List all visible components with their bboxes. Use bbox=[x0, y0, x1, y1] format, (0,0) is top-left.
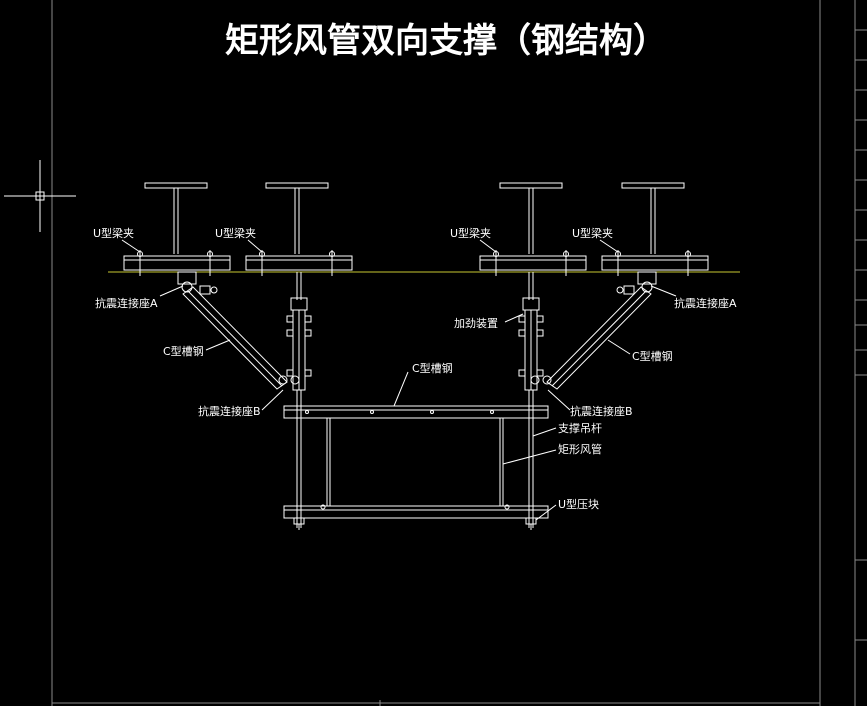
stiffener-right bbox=[518, 272, 552, 391]
label-duct: 矩形风管 bbox=[558, 442, 602, 456]
crosshair-cursor-icon bbox=[4, 160, 76, 232]
u-beam-clamp-1 bbox=[123, 250, 231, 276]
label-seat-a-left: 抗震连接座A bbox=[95, 296, 158, 310]
label-u-clamp-1: U型梁夹 bbox=[93, 226, 134, 240]
diagonal-c-channel-left bbox=[182, 286, 288, 390]
label-stiffener: 加劲装置 bbox=[454, 317, 498, 330]
u-beam-clamp-3 bbox=[479, 250, 587, 276]
steel-beam-1 bbox=[144, 182, 208, 254]
steel-beam-3 bbox=[499, 182, 563, 254]
label-u-clamp-2: U型梁夹 bbox=[215, 226, 256, 240]
label-seat-b-right: 抗震连接座B bbox=[570, 404, 633, 418]
label-seat-b-left: 抗震连接座B bbox=[198, 404, 261, 418]
hanger-rod-right bbox=[528, 390, 534, 528]
label-u-clamp-4: U型梁夹 bbox=[572, 226, 613, 240]
horizontal-c-channel bbox=[283, 405, 549, 419]
drawing-title: 矩形风管双向支撑（钢结构） bbox=[225, 21, 667, 61]
u-beam-clamp-4 bbox=[601, 250, 709, 276]
label-u-press: U型压块 bbox=[558, 497, 599, 511]
seismic-seat-a-right bbox=[616, 271, 657, 295]
label-c-channel-left: C型槽钢 bbox=[163, 344, 204, 358]
label-c-channel-center: C型槽钢 bbox=[412, 361, 453, 375]
label-seat-a-right: 抗震连接座A bbox=[674, 296, 737, 310]
u-beam-clamp-2 bbox=[245, 250, 353, 276]
stiffener-left bbox=[278, 272, 312, 391]
drawing-frame bbox=[51, 0, 867, 706]
hanger-rod-left bbox=[296, 390, 302, 528]
diagonal-c-channel-right bbox=[546, 286, 652, 390]
steel-beam-2 bbox=[265, 182, 329, 254]
label-hanger-rod: 支撑吊杆 bbox=[558, 421, 602, 435]
seismic-seat-a-left bbox=[177, 271, 218, 295]
steel-beam-4 bbox=[621, 182, 685, 254]
rectangular-duct bbox=[326, 418, 504, 506]
bottom-c-channel bbox=[283, 504, 549, 530]
label-u-clamp-3: U型梁夹 bbox=[450, 226, 491, 240]
label-c-channel-right: C型槽钢 bbox=[632, 349, 673, 363]
leader-lines bbox=[121, 239, 677, 521]
